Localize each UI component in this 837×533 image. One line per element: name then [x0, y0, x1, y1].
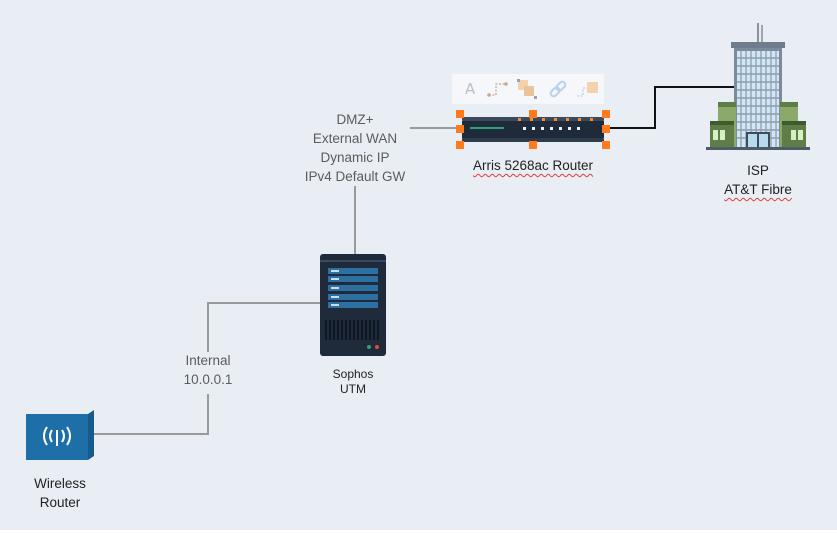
- isp-building-node[interactable]: [706, 20, 810, 150]
- link-tool-button[interactable]: [544, 74, 572, 104]
- resize-handle-s[interactable]: [529, 141, 537, 149]
- group-tool-icon: [517, 79, 537, 99]
- resize-handle-sw[interactable]: [456, 141, 464, 149]
- dmz-label-line-3: Dynamic IP: [320, 150, 390, 165]
- arris-router-node[interactable]: [456, 110, 610, 149]
- router-label: Arris 5268ac Router: [472, 158, 594, 173]
- internal-label-line-1: Internal: [185, 353, 231, 368]
- resize-handle-n[interactable]: [529, 110, 537, 118]
- utm-label-line-1: Sophos: [332, 367, 374, 381]
- office-building-icon: [706, 23, 810, 150]
- text-tool-icon: A: [465, 80, 476, 98]
- shape-quick-toolbar: A: [452, 74, 604, 104]
- dmz-label-line-4: IPv4 Default GW: [304, 169, 406, 184]
- sophos-utm-node[interactable]: [320, 254, 386, 356]
- router-to-isp-connector[interactable]: [606, 86, 742, 129]
- internal-to-wireless-connector[interactable]: [94, 394, 209, 435]
- router-device-icon: [462, 117, 604, 142]
- canvas-bottom-edge: [0, 530, 837, 533]
- dmz-label-line-2: External WAN: [312, 131, 398, 146]
- utm-label: Sophos UTM: [312, 367, 394, 397]
- resize-handle-se[interactable]: [602, 141, 610, 149]
- utm-to-internal-connector[interactable]: [207, 302, 320, 352]
- elbow-connector-tool-button[interactable]: [574, 74, 602, 104]
- link-tool-icon: [549, 80, 567, 98]
- server-icon: [320, 254, 386, 356]
- group-tool-button[interactable]: [514, 74, 542, 104]
- elbow-connector-tool-icon: [577, 82, 598, 97]
- resize-handle-nw[interactable]: [456, 110, 464, 118]
- resize-handle-w[interactable]: [456, 125, 464, 133]
- wireless-router-icon: [26, 410, 94, 460]
- resize-handle-e[interactable]: [602, 125, 610, 133]
- internal-label-line-2: 10.0.0.1: [183, 372, 233, 387]
- dmz-label: DMZ+ External WAN Dynamic IP IPv4 Defaul…: [290, 110, 420, 186]
- wireless-label-line-2: Router: [39, 495, 81, 510]
- text-tool-button[interactable]: A: [456, 74, 484, 104]
- wireless-label: Wireless Router: [10, 474, 110, 512]
- wireless-label-line-1: Wireless: [34, 476, 86, 491]
- dmz-label-line-1: DMZ+: [336, 112, 374, 127]
- connector-tool-icon: [487, 82, 508, 97]
- wireless-router-node[interactable]: [26, 410, 94, 460]
- connector-tool-button[interactable]: [484, 74, 512, 104]
- isp-label: ISP AT&T Fibre: [698, 161, 818, 199]
- utm-label-line-2: UTM: [340, 382, 366, 396]
- isp-label-line-1: ISP: [747, 163, 769, 178]
- isp-label-line-2: AT&T Fibre: [724, 182, 792, 197]
- resize-handle-ne[interactable]: [602, 110, 610, 118]
- internal-label: Internal 10.0.0.1: [158, 351, 258, 389]
